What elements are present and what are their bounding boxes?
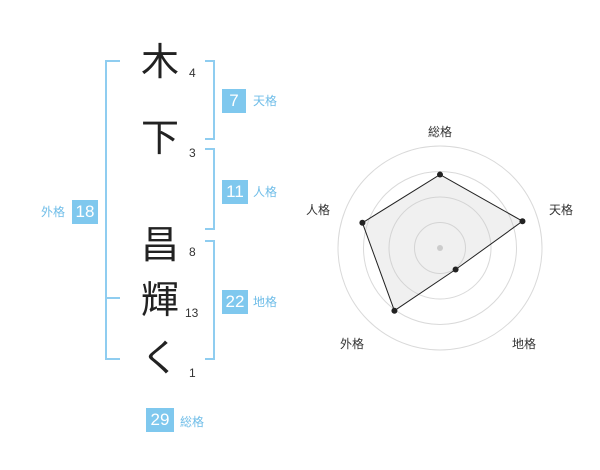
tenkaku-bracket-top (205, 60, 215, 62)
jinkaku-bracket-bottom (205, 228, 215, 230)
chikaku-bracket-bottom (205, 358, 215, 360)
soukaku-label: 総格 (180, 415, 205, 429)
name-char-3: 昌 (140, 223, 179, 267)
chikaku-label: 地格 (253, 295, 278, 309)
radar-axis-label-1: 総格 (428, 125, 453, 139)
radar-ring-1 (414, 222, 466, 274)
radar-axis-label-3: 地格 (512, 337, 537, 351)
jinkaku-label: 人格 (253, 185, 278, 199)
radar-axis-label-5: 人格 (306, 203, 331, 217)
stroke-count-4: 13 (185, 306, 199, 320)
radar-series-polygon (361, 174, 524, 312)
gaikaku-bracket (105, 60, 107, 360)
chikaku-badge: 22 (222, 290, 248, 314)
name-char-5: く (140, 336, 179, 380)
radar-axis-label-2: 天格 (549, 203, 574, 217)
tenkaku-bracket-bottom (205, 138, 215, 140)
name-char-4: 輝 (140, 278, 179, 322)
gaikaku-label: 外格 (41, 205, 66, 219)
soukaku-badge: 29 (146, 408, 174, 432)
jinkaku-badge: 11 (222, 180, 248, 204)
radar-center-dot (437, 245, 443, 251)
gaikaku-bracket-top (105, 60, 120, 62)
radar-ring-2 (388, 196, 492, 300)
radar-point-1 (437, 171, 443, 178)
stroke-count-5: 1 (189, 366, 196, 380)
radar-point-4 (391, 307, 398, 314)
chikaku-bracket-top (205, 240, 215, 242)
radar-ring-3 (363, 171, 517, 325)
stroke-count-1: 4 (189, 66, 196, 80)
radar-point-3 (452, 266, 459, 273)
gaikaku-badge: 18 (72, 200, 98, 224)
jinkaku-bracket-top (205, 148, 215, 150)
radar-point-5 (359, 219, 366, 226)
jinkaku-bracket (213, 148, 215, 230)
radar-axis-label-4: 外格 (340, 337, 365, 351)
name-char-2: 下 (140, 116, 179, 160)
gaikaku-bracket-bottom (105, 358, 120, 360)
name-char-1: 木 (140, 40, 179, 84)
gaikaku-bracket-mid (105, 297, 120, 299)
stroke-count-2: 3 (189, 146, 196, 160)
radar-point-2 (519, 218, 526, 225)
chikaku-bracket (213, 240, 215, 360)
tenkaku-bracket (213, 60, 215, 140)
stroke-count-3: 8 (189, 245, 196, 259)
tenkaku-label: 天格 (253, 94, 278, 108)
tenkaku-badge: 7 (222, 89, 246, 113)
